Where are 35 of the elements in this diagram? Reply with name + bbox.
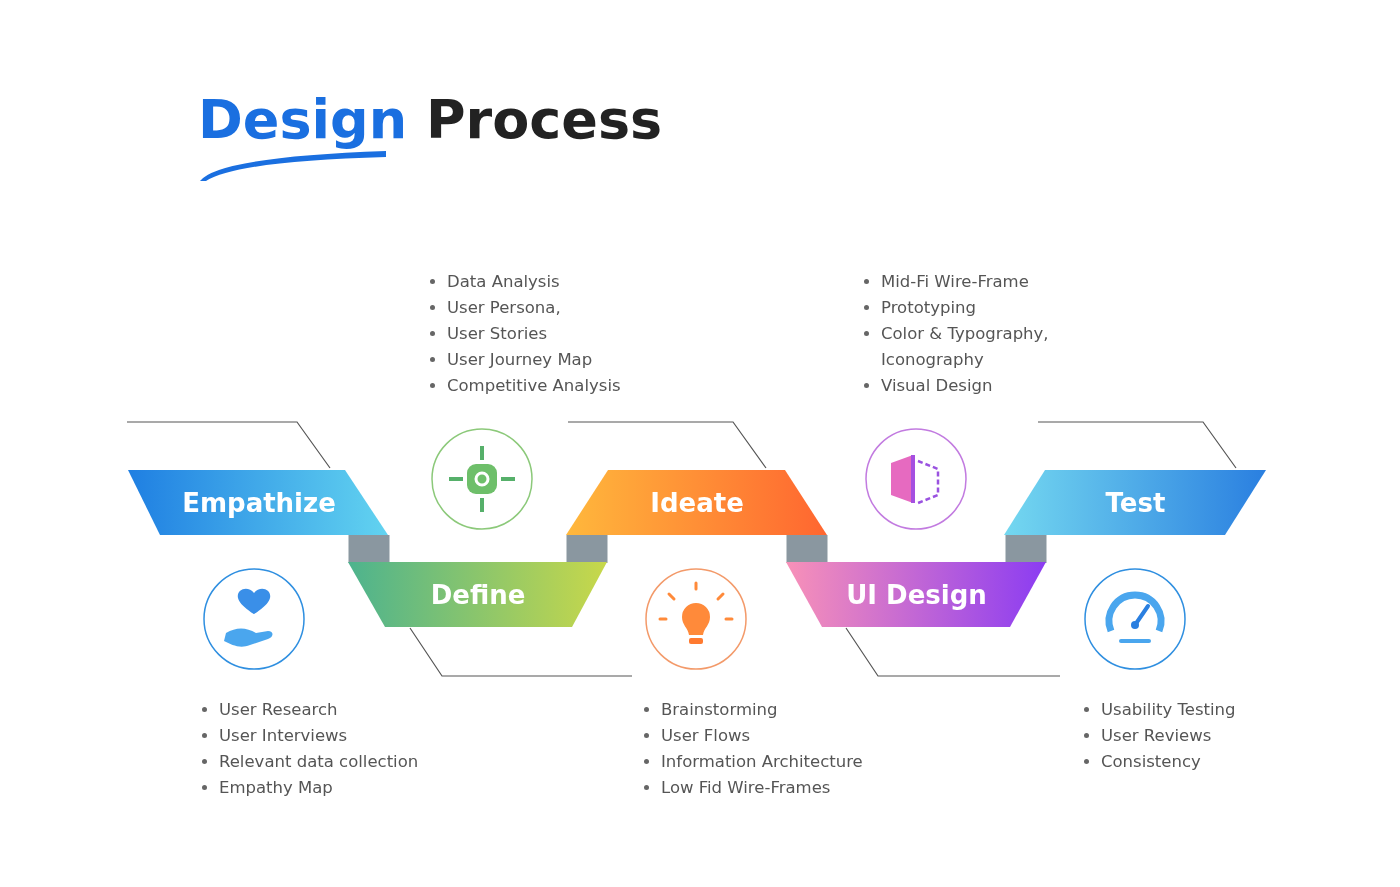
ribbon-segment <box>348 562 608 628</box>
bullet-item: Relevant data collection <box>219 751 419 773</box>
ribbon-segment <box>1004 470 1267 536</box>
stage-label: Define <box>429 579 527 612</box>
bullet-item: User Reviews <box>1101 725 1212 747</box>
bullet-item: Brainstorming <box>661 699 778 721</box>
bullet-item: Competitive Analysis <box>447 375 621 397</box>
bullet-item: User Persona, <box>447 297 561 319</box>
bullet-item: Mid-Fi Wire-Frame <box>881 271 1029 293</box>
bullet-item: Visual Design <box>881 375 993 397</box>
bullet-item: Empathy Map <box>219 777 333 799</box>
ribbon-fold-connector <box>1005 535 1047 563</box>
ribbon-segment <box>786 562 1047 628</box>
stage-label: Empathize <box>181 487 337 520</box>
bullet-item: Data Analysis <box>447 271 560 293</box>
bullet-item: Consistency <box>1101 751 1201 773</box>
title: Design Process <box>198 88 663 151</box>
bullet-item: User Interviews <box>219 725 348 747</box>
bullet-item: User Journey Map <box>447 349 593 371</box>
bullet-item: Information Architecture <box>661 751 863 773</box>
bullet-item: User Stories <box>447 323 547 345</box>
bullet-item: Low Fid Wire-Frames <box>661 777 831 799</box>
stage-label: UI Design <box>845 579 988 612</box>
stage-label: Ideate <box>649 487 745 520</box>
bullet-item: User Research <box>219 699 338 721</box>
ribbon-segment <box>566 470 828 536</box>
bullet-item: Usability Testing <box>1101 699 1236 721</box>
ribbon-fold-connector <box>786 535 828 563</box>
ribbon-segment <box>128 470 390 536</box>
stage-label: Test <box>1104 487 1167 520</box>
ribbon-fold-connector <box>566 535 608 563</box>
bullet-item: User Flows <box>661 725 751 747</box>
ribbon-fold-connector <box>348 535 390 563</box>
bullet-item: Prototyping <box>881 297 976 319</box>
bullet-item: Color & Typography, Iconography <box>881 323 1050 371</box>
